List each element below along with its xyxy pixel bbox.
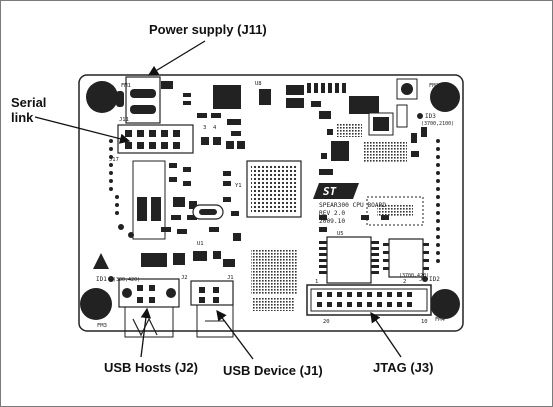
callout-jtag: JTAG (J3): [373, 360, 434, 375]
label-pin-4: 4: [213, 125, 217, 131]
smd-top-row: [213, 78, 418, 163]
label-id1: ID1: [96, 276, 107, 283]
right-ic: [383, 238, 429, 278]
dense-component-block: [251, 249, 297, 295]
label-pin-1: 1: [315, 279, 318, 285]
fiducial-id1: [108, 276, 114, 282]
label-j11: J11: [119, 117, 129, 123]
label-y1: Y1: [235, 183, 242, 189]
callout-usb-device: USB Device (J1): [223, 363, 323, 378]
callout-usb-hosts: USB Hosts (J2): [104, 360, 198, 375]
label-fm4: FM4: [435, 317, 446, 323]
board-title-line2: REV 2.0: [319, 210, 345, 217]
label-j1: J1: [227, 275, 234, 281]
label-coord-top: (3700,2100): [421, 121, 454, 127]
usb-device-connector-j1: [190, 280, 234, 338]
leader-jtag: [370, 311, 402, 358]
power-jack-j11: [116, 76, 173, 124]
processor-bga: [246, 160, 302, 218]
label-pin-3: 3: [203, 125, 206, 131]
label-j17: J17: [109, 157, 119, 163]
label-u1: U1: [197, 241, 204, 247]
passives: [161, 83, 427, 241]
label-u5: U5: [337, 231, 344, 237]
label-fm1: FM1: [121, 83, 131, 89]
mounting-hole-tl: [86, 81, 118, 113]
board-title-line3: 2009.10: [319, 218, 345, 225]
label-fm2: FM2: [429, 83, 439, 89]
board-title-line1: SPEAR300 CPU BOARD: [319, 202, 386, 209]
label-id2: ID2: [429, 276, 440, 283]
label-id3: ID3: [425, 113, 436, 120]
mounting-hole-tr: [430, 82, 460, 112]
leader-power: [147, 40, 206, 76]
right-dashed-area: [366, 196, 424, 226]
leader-usb-device: [216, 309, 254, 360]
callout-serial-line1: Serial: [11, 95, 47, 110]
serial-header-j17: [117, 124, 194, 154]
callout-serial-line2: link: [11, 110, 34, 125]
mounting-hole-bl: [80, 288, 112, 320]
esd-warning-icon: [93, 253, 109, 269]
label-fm3: FM3: [97, 323, 107, 329]
label-j3: J3: [419, 277, 426, 283]
jtag-connector-j3: [306, 284, 432, 316]
label-coord-left: (300,420): [113, 277, 140, 283]
crystal-y1: [192, 204, 224, 220]
fiducial-id3: [417, 113, 423, 119]
label-pin-10: 10: [421, 319, 428, 325]
label-u8: U8: [255, 81, 262, 87]
label-pin-2: 2: [403, 279, 406, 285]
sdram-u5: [319, 236, 379, 284]
board-silkscreen-logo: [313, 183, 359, 199]
jtag-pins: [317, 292, 412, 307]
mounting-holes: [80, 81, 460, 320]
leader-serial: [34, 116, 131, 144]
label-pin-20: 20: [323, 319, 330, 325]
usb-host-connector-j2: [118, 278, 180, 338]
left-module: [132, 160, 166, 240]
st-logo-text: ST: [323, 185, 337, 198]
right-test-points: [436, 139, 440, 263]
mounting-hole-br: [430, 289, 460, 319]
label-coord-right: (3700,420): [399, 273, 429, 279]
callout-power-supply: Power supply (J11): [149, 22, 267, 37]
label-j2: J2: [181, 275, 188, 281]
leader-usb-hosts: [140, 307, 152, 358]
